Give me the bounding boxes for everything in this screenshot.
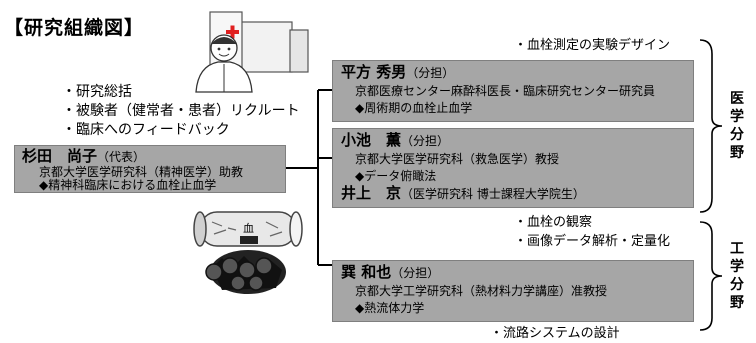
member-name: 巽 和也 [341, 263, 392, 281]
member-name: 井上 京 [341, 184, 402, 202]
member-box-tatsumi: 巽 和也（分担） 京都大学工学研究科（熱材料力学講座）准教授 ◆熱流体力学 [332, 260, 694, 322]
field-braces [699, 39, 723, 331]
member-role: （分担） [391, 266, 440, 280]
member-theme: ◆熱流体力学 [355, 301, 425, 315]
doctor-hospital-icon [195, 11, 309, 93]
member-name: 小池 薫 [341, 131, 402, 149]
tube-label: 血 [243, 222, 254, 235]
pi-bullet: ・研究総括 [62, 84, 132, 100]
member-affiliation: 京都医療センター麻酔科医長・臨床研究センター研究員 [355, 84, 656, 98]
pi-name: 杉田 尚子 [22, 147, 98, 165]
connector-lines [286, 89, 332, 266]
note-observation: ・血栓の観察 [514, 215, 593, 230]
pi-bullet: ・被験者（健常者・患者）リクルート [62, 103, 300, 119]
note-image-analysis: ・画像データ解析・定量化 [514, 234, 671, 249]
member-theme: ◆データ俯瞰法 [355, 169, 437, 183]
page-title: 【研究組織図】 [4, 17, 145, 39]
pi-theme: ◆精神科臨床における血栓止血学 [39, 178, 217, 192]
member-theme: ◆周術期の血栓止血学 [355, 101, 473, 115]
pi-box: 杉田 尚子（代表） 京都大学医学研究科（精神医学）助教 ◆精神科臨床における血栓… [14, 145, 286, 193]
member-affiliation: 京都大学工学研究科（熱材料力学講座）准教授 [355, 284, 608, 298]
note-experiment-design: ・血栓測定の実験デザイン [514, 38, 671, 53]
member-affiliation: 京都大学医学研究科（救急医学）教授 [355, 152, 560, 166]
member-name: 平方 秀男 [341, 63, 407, 81]
pi-bullet: ・臨床へのフィードバック [62, 122, 230, 138]
member-box-koike: 小池 薫（分担） 京都大学医学研究科（救急医学）教授 ◆データ俯瞰法 井上 京（… [332, 128, 694, 208]
member-affiliation: （医学研究科 博士課程大学院生） [401, 187, 585, 201]
field-label-medicine: 医学分野 [730, 91, 744, 161]
member-role: （分担） [406, 66, 455, 80]
note-flow-system: ・流路システムの設計 [490, 326, 620, 341]
pi-role: （代表） [97, 150, 146, 164]
blood-tube-icon [193, 211, 303, 294]
member-box-hirakata: 平方 秀男（分担） 京都医療センター麻酔科医長・臨床研究センター研究員 ◆周術期… [332, 60, 694, 122]
field-label-engineering: 工学分野 [730, 241, 744, 311]
pi-affiliation: 京都大学医学研究科（精神医学）助教 [39, 165, 244, 179]
member-role: （分担） [401, 134, 450, 148]
